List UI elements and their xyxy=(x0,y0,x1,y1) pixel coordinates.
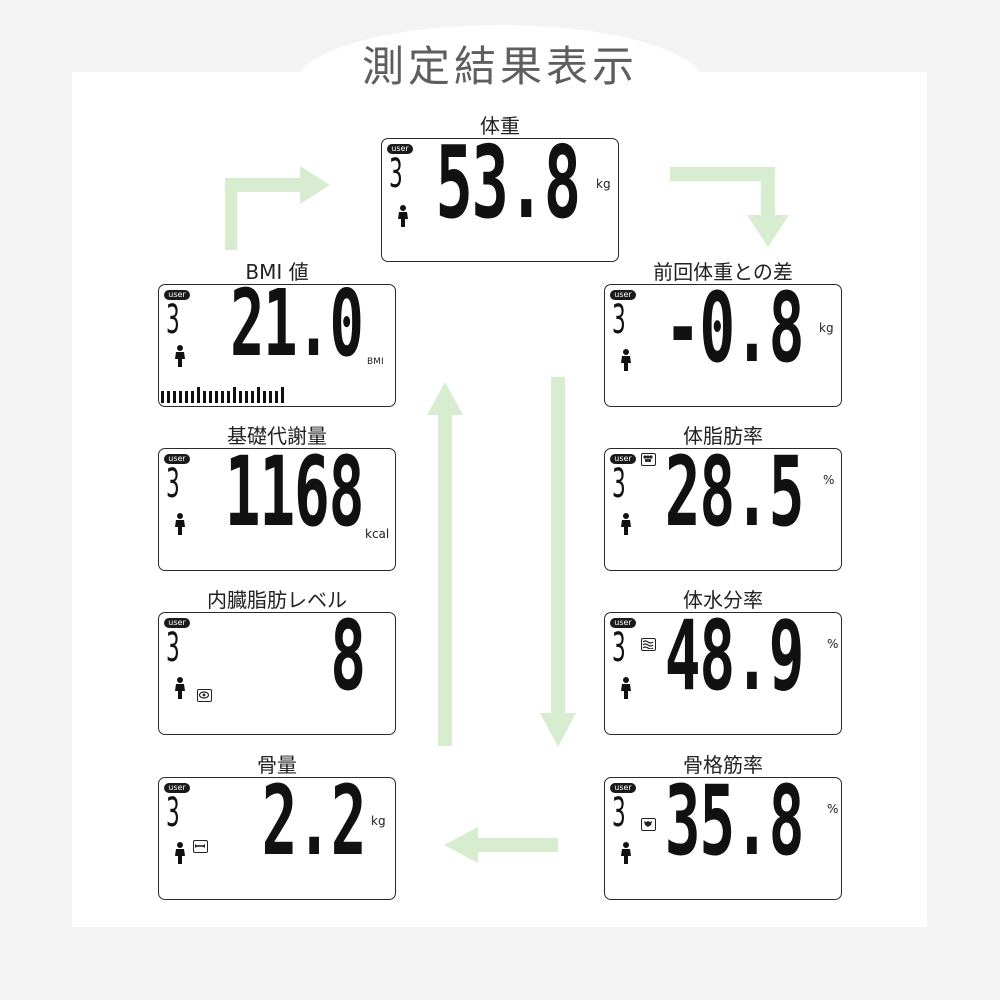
reading-weight-diff: -0.8 xyxy=(664,272,805,384)
unit-skeletal-muscle: % xyxy=(827,802,839,816)
reading-skeletal-muscle: 35.8 xyxy=(664,765,805,877)
card-label-body-fat: 体脂肪率 xyxy=(683,424,763,448)
user-badge: user xyxy=(610,618,636,628)
user-number: 3 xyxy=(612,625,626,671)
card-weight-diff: 前回体重との差 user 3 -0.8 kg xyxy=(604,260,842,410)
card-skeletal-muscle: 骨格筋率 user 3 35.8 % xyxy=(604,753,842,903)
unit-body-fat: % xyxy=(823,473,835,487)
bmi-scale-bar xyxy=(161,387,284,403)
lcd-body-water: user 3 48.9 % xyxy=(604,608,842,735)
lcd-weight-diff: user 3 -0.8 kg xyxy=(604,280,842,407)
reading-body-water: 48.9 xyxy=(664,600,805,712)
card-bone-mass: 骨量 user 3 2.2 kg xyxy=(158,753,396,903)
user-number: 3 xyxy=(166,790,180,836)
person-icon xyxy=(175,842,185,864)
arrow-down-icon xyxy=(540,377,576,747)
visceral-fat-icon xyxy=(197,689,212,702)
person-icon xyxy=(175,513,185,535)
reading-basal-metabolism: 1168 xyxy=(224,436,365,548)
person-icon xyxy=(621,842,631,864)
reading-weight: 53.8 xyxy=(435,124,582,241)
lcd-visceral-fat: user 3 8 xyxy=(158,608,396,735)
card-label-visceral-fat: 内臓脂肪レベル xyxy=(207,588,347,612)
lcd-bone-mass: user 3 2.2 kg xyxy=(158,773,396,900)
user-number: 3 xyxy=(612,297,626,343)
unit-basal-metabolism: kcal xyxy=(365,527,390,541)
lcd-weight: user 3 53.8 kg xyxy=(381,133,619,262)
user-badge: user xyxy=(164,454,190,464)
user-number: 3 xyxy=(612,461,626,507)
card-weight: 体重 user 3 53.8 kg xyxy=(381,114,619,264)
lcd-body-fat: user 3 28.5 % xyxy=(604,444,842,571)
reading-visceral-fat: 8 xyxy=(330,600,366,712)
arrow-down-right-icon xyxy=(670,167,789,247)
unit-body-water: % xyxy=(827,637,839,651)
unit-bmi: BMI xyxy=(367,357,384,367)
arrow-up-icon xyxy=(427,382,463,746)
lcd-bmi: user 3 21.0 BMI xyxy=(158,278,396,407)
card-label-skeletal-muscle: 骨格筋率 xyxy=(683,753,763,777)
card-label-basal-metabolism: 基礎代謝量 xyxy=(227,424,327,448)
user-badge: user xyxy=(610,454,636,464)
card-label-bone-mass: 骨量 xyxy=(257,753,297,777)
title-arch xyxy=(295,25,705,145)
bone-icon xyxy=(193,840,208,853)
card-bmi: BMI 値 user 3 21.0 BMI xyxy=(158,260,396,410)
card-label-weight-diff: 前回体重との差 xyxy=(653,260,793,284)
user-badge: user xyxy=(387,144,413,154)
page-title: 測定結果表示 xyxy=(361,42,638,91)
person-icon xyxy=(398,205,408,227)
unit-bone-mass: kg xyxy=(371,814,386,828)
arrow-left-icon xyxy=(444,827,558,863)
card-basal-metabolism: 基礎代謝量 user 3 1168 kcal xyxy=(158,424,396,574)
user-number: 3 xyxy=(166,461,180,507)
unit-weight-diff: kg xyxy=(819,321,834,335)
user-number: 3 xyxy=(166,297,180,343)
user-number: 3 xyxy=(612,790,626,836)
user-number: 3 xyxy=(166,625,180,671)
lcd-basal-metabolism: user 3 1168 kcal xyxy=(158,444,396,571)
person-icon xyxy=(621,349,631,371)
unit-weight: kg xyxy=(596,177,611,191)
person-icon xyxy=(621,513,631,535)
card-label-bmi: BMI 値 xyxy=(245,260,309,284)
reading-bmi: 21.0 xyxy=(230,270,365,377)
person-icon xyxy=(621,677,631,699)
user-badge: user xyxy=(164,618,190,628)
card-label-weight: 体重 xyxy=(480,114,520,138)
muscle-icon xyxy=(641,818,656,831)
water-waves-icon xyxy=(641,638,656,651)
person-icon xyxy=(175,677,185,699)
reading-body-fat: 28.5 xyxy=(664,436,805,548)
fat-cells-icon xyxy=(641,453,656,466)
user-badge: user xyxy=(164,290,190,300)
reading-bone-mass: 2.2 xyxy=(261,765,366,877)
card-body-water: 体水分率 user 3 48.9 % xyxy=(604,588,842,738)
user-number: 3 xyxy=(389,151,403,197)
card-label-body-water: 体水分率 xyxy=(683,588,763,612)
arrow-right-top-icon xyxy=(225,166,330,250)
user-badge: user xyxy=(164,783,190,793)
card-visceral-fat: 内臓脂肪レベル user 3 8 xyxy=(158,588,396,738)
user-badge: user xyxy=(610,783,636,793)
card-body-fat: 体脂肪率 user 3 28.5 % xyxy=(604,424,842,574)
user-badge: user xyxy=(610,290,636,300)
person-icon xyxy=(175,345,185,367)
lcd-skeletal-muscle: user 3 35.8 % xyxy=(604,773,842,900)
